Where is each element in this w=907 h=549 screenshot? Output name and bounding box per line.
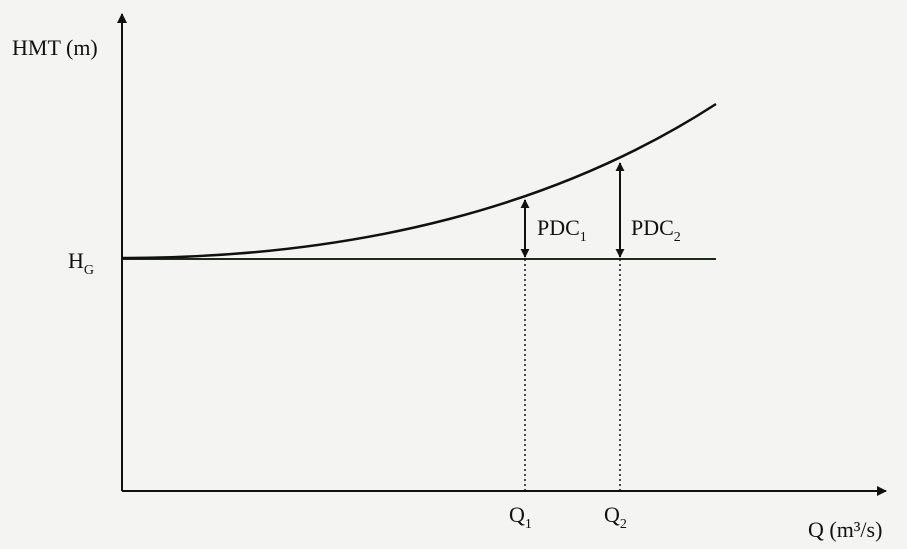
system-curve <box>121 102 717 260</box>
q1-label-main: Q <box>509 502 525 527</box>
pdc1-label-main: PDC <box>537 215 580 240</box>
q1-label: Q1 <box>509 502 532 532</box>
q2-label-main: Q <box>604 502 620 527</box>
pdc1-label-sub: 1 <box>580 230 587 245</box>
hg-label-sub: G <box>84 263 94 278</box>
pdc1-label: PDC1 <box>537 215 587 245</box>
pdc2-label-sub: 2 <box>674 230 681 245</box>
y-axis-label: HMT (m) <box>12 35 98 60</box>
q1-label-sub: 1 <box>525 517 532 532</box>
pdc2-label: PDC2 <box>631 215 681 245</box>
hg-label: HG <box>68 248 94 278</box>
hg-label-main: H <box>68 248 84 273</box>
x-axis-label: Q (m³/s) <box>808 517 882 542</box>
q2-label: Q2 <box>604 502 627 532</box>
q2-label-sub: 2 <box>620 517 627 532</box>
pdc2-label-main: PDC <box>631 215 674 240</box>
